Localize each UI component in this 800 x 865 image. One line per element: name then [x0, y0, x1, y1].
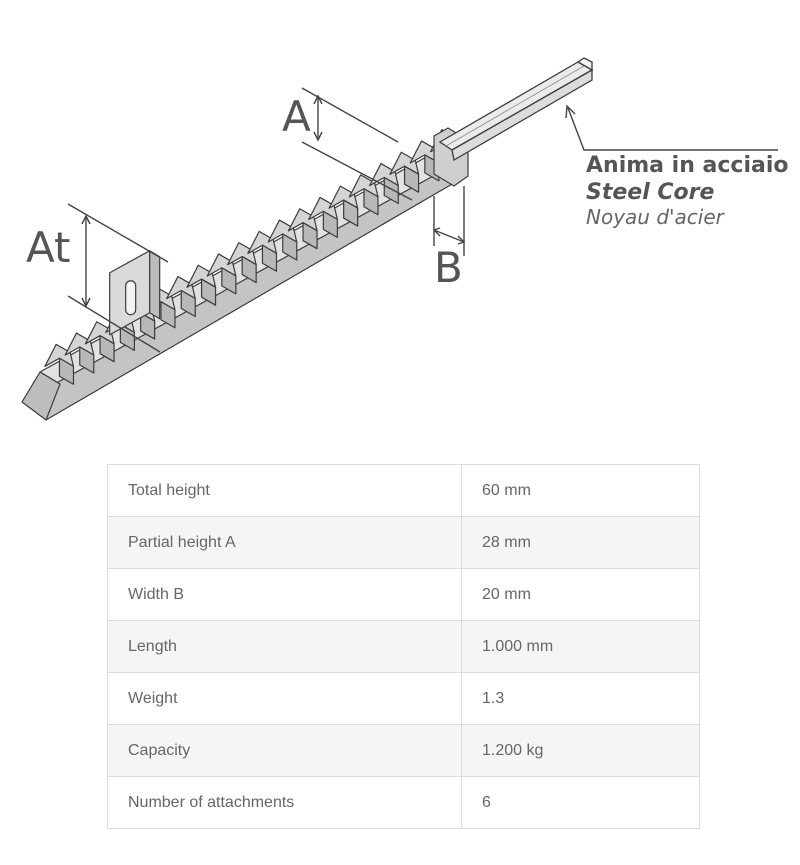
rack-tooth — [389, 151, 420, 175]
table-row: Width B 20 mm — [107, 568, 700, 621]
rack-tooth — [44, 343, 75, 368]
spec-value: 28 mm — [461, 516, 700, 569]
table-row: Number of attachments 6 — [107, 776, 700, 829]
spec-value: 1.200 kg — [461, 724, 700, 777]
label-at: At — [26, 223, 70, 272]
spec-label: Width B — [107, 568, 462, 621]
table-row: Capacity 1.200 kg — [107, 724, 700, 777]
rack-tooth-side — [79, 346, 95, 374]
spec-value: 20 mm — [461, 568, 700, 621]
rack-tooth-side — [363, 188, 379, 216]
rack-tooth — [348, 174, 379, 198]
label-a: A — [282, 92, 311, 141]
dimension-at — [67, 203, 169, 353]
spec-value: 1.3 — [461, 672, 700, 725]
steel-core-bar — [438, 57, 594, 162]
mounting-bracket-side — [149, 250, 161, 320]
rack-tooth-side — [119, 323, 135, 351]
rack-body — [21, 127, 469, 421]
rack-tooth-side — [200, 278, 217, 306]
rack-tooth-side — [383, 176, 399, 205]
steel-core-callout — [565, 104, 778, 151]
rack-tooth-side — [58, 357, 75, 385]
rack-base-front — [21, 371, 61, 421]
spec-label: Total height — [107, 464, 462, 517]
rack-tooth — [84, 321, 115, 345]
rack-tooth — [186, 264, 217, 288]
spec-label: Partial height A — [107, 516, 462, 569]
table-row: Length 1.000 mm — [107, 620, 700, 673]
core-label-it: Anima in acciaio — [586, 153, 789, 178]
rack-tooth — [226, 242, 257, 266]
dimension-a — [301, 87, 413, 201]
rack-tooth-side — [282, 233, 298, 261]
rack-tooth — [206, 253, 237, 277]
rack-tooth — [328, 185, 359, 209]
rack-tooth — [308, 196, 338, 221]
rack-tooth-side — [160, 301, 176, 329]
spec-value: 1.000 mm — [461, 620, 700, 673]
rack-tooth — [247, 230, 278, 255]
rack-tooth — [166, 275, 196, 300]
rack-tooth-side — [302, 222, 318, 250]
rack-tooth-side — [221, 267, 237, 295]
rack-tooth — [287, 208, 318, 232]
label-b: B — [434, 243, 463, 292]
table-row: Partial height A 28 mm — [107, 516, 700, 569]
core-label-fr: Noyau d'acier — [586, 205, 726, 229]
table-row: Total height 60 mm — [107, 464, 700, 517]
rack-tooth — [267, 219, 298, 243]
spec-label: Capacity — [107, 724, 462, 777]
spec-label: Number of attachments — [107, 776, 462, 829]
rack-tooth-side — [322, 210, 338, 238]
core-label-en: Steel Core — [586, 180, 715, 205]
rack-tooth — [64, 332, 95, 356]
rack-tooth-side — [140, 312, 156, 340]
rack-tooth-side — [343, 199, 359, 227]
table-row: Weight 1.3 — [107, 672, 700, 725]
spec-label: Length — [107, 620, 462, 673]
rack-tooth-side — [261, 244, 278, 272]
spec-value: 6 — [461, 776, 700, 829]
gear-rack-diagram: A At B Anima in acciaio Steel Core Noyau… — [21, 57, 789, 421]
rack-base-side — [39, 157, 467, 421]
rack-tooth-side — [241, 255, 257, 284]
rack-tooth-side — [403, 165, 420, 193]
spec-table: Total height 60 mm Partial height A 28 m… — [107, 464, 700, 829]
dimension-b — [432, 186, 466, 256]
rack-tooth-side — [180, 289, 196, 318]
spec-label: Weight — [107, 672, 462, 725]
rack-tooth-side — [99, 335, 115, 363]
rack-tooth — [369, 162, 399, 187]
bracket-slot — [125, 280, 137, 316]
spec-value: 60 mm — [461, 464, 700, 517]
